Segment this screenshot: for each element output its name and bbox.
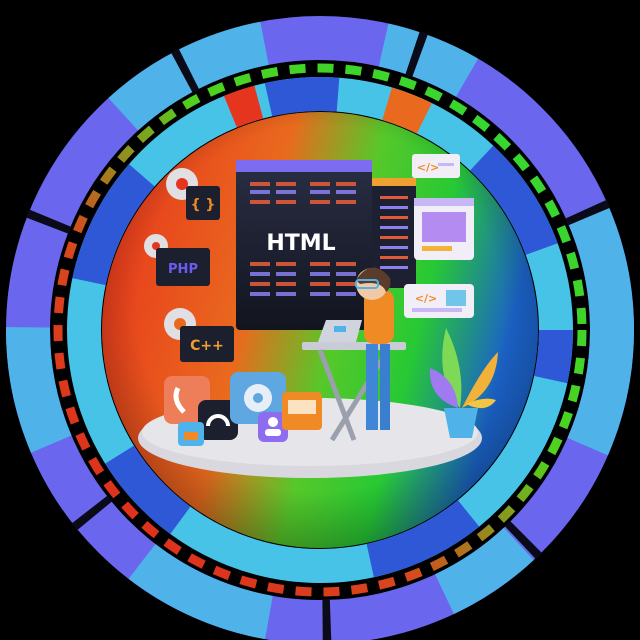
secondary-server — [372, 178, 416, 288]
user-icon — [258, 412, 288, 442]
svg-text:</>: </> — [415, 292, 437, 305]
php-icon: PHP — [156, 248, 210, 286]
window-icon — [414, 198, 474, 260]
svg-text:</>: </> — [417, 161, 439, 174]
headset-icon — [198, 400, 238, 440]
server-rack: HTML — [236, 160, 372, 330]
folder-icon — [282, 392, 322, 430]
developer-figure — [302, 267, 406, 442]
plant-icon — [429, 328, 498, 438]
cpp-label: C++ — [190, 338, 224, 354]
svg-text:{ }: { } — [191, 197, 216, 213]
code-card-right: </> — [404, 284, 474, 318]
cog-tile-icon — [230, 372, 286, 424]
code-icon: </> — [412, 154, 460, 178]
php-label: PHP — [168, 262, 198, 277]
cpp-icon: C++ — [180, 326, 234, 362]
dashed-ring — [53, 63, 587, 597]
html-label: HTML — [266, 231, 335, 256]
outer-ring — [5, 15, 635, 640]
image-tile-icon — [178, 422, 204, 446]
braces-icon: { } — [186, 186, 220, 220]
inner-ring — [67, 77, 573, 583]
